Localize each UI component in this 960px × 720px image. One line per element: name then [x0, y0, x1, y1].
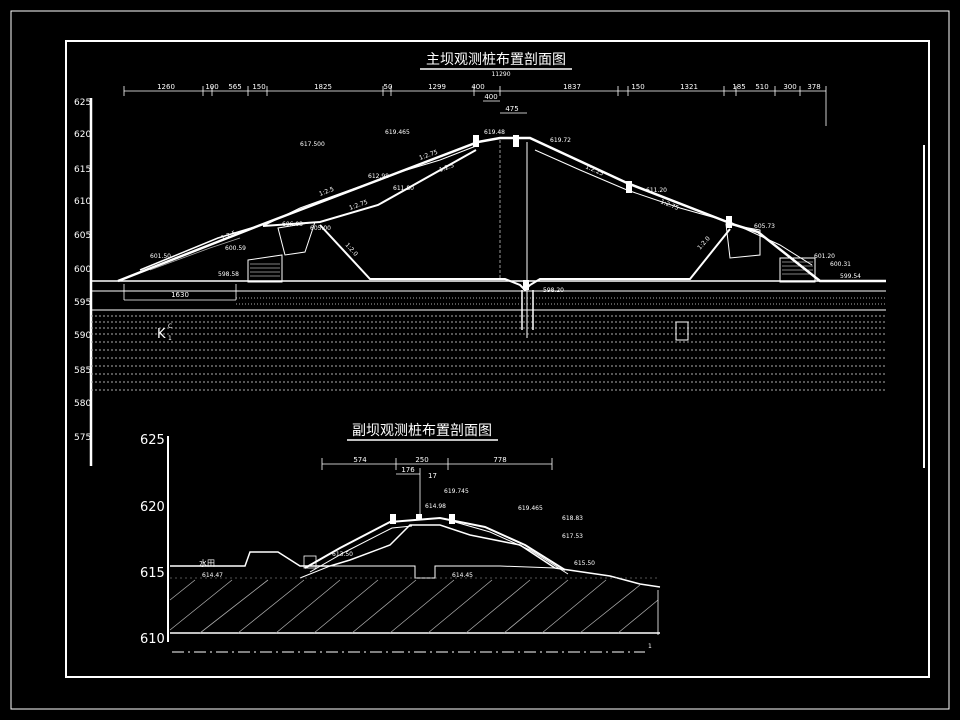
marker-k: K — [157, 327, 166, 342]
svg-text:150: 150 — [252, 83, 265, 91]
marker-1: 1 — [168, 335, 172, 342]
svg-text:605: 605 — [74, 231, 91, 241]
svg-text:300: 300 — [783, 83, 796, 91]
svg-text:400: 400 — [471, 83, 484, 91]
svg-text:1:2.5: 1:2.5 — [438, 162, 455, 174]
svg-text:615: 615 — [74, 165, 91, 175]
main-core-width: 475 — [505, 105, 518, 113]
svg-text:611.80: 611.80 — [393, 185, 414, 192]
aux-elevation-labels: 614.47 619.745 619.465 618.83 617.53 615… — [202, 488, 595, 579]
main-dimension-values: 1260 100 565 150 1825 50 1299 400 1837 1… — [157, 83, 821, 91]
svg-text:619.48: 619.48 — [484, 129, 505, 136]
svg-text:50: 50 — [384, 83, 393, 91]
main-toe-drains — [247, 221, 816, 283]
aux-dam-profile — [303, 514, 569, 575]
svg-text:1299: 1299 — [428, 83, 446, 91]
svg-text:617.500: 617.500 — [300, 141, 325, 148]
svg-text:1321: 1321 — [680, 83, 698, 91]
main-section-title: 主坝观测桩布置剖面图 — [426, 51, 566, 68]
svg-text:590: 590 — [74, 331, 91, 341]
svg-text:625: 625 — [140, 433, 165, 448]
svg-text:610: 610 — [74, 197, 91, 207]
main-crest-width: 400 — [484, 93, 497, 101]
svg-text:625: 625 — [74, 98, 91, 108]
main-section: 主坝观测桩布置剖面图 11290 1260 100 565 — [74, 51, 925, 468]
svg-text:611.20: 611.20 — [646, 187, 667, 194]
main-toe-width: 1630 — [171, 291, 189, 299]
main-observation-piles — [473, 135, 732, 290]
svg-text:599.54: 599.54 — [840, 273, 861, 280]
svg-text:620: 620 — [74, 130, 91, 140]
svg-text:614.47: 614.47 — [202, 572, 223, 579]
svg-text:185: 185 — [732, 83, 745, 91]
svg-text:1:2.0: 1:2.0 — [344, 242, 360, 258]
svg-text:600.31: 600.31 — [830, 261, 851, 268]
svg-text:598.58: 598.58 — [218, 271, 239, 278]
svg-text:619.745: 619.745 — [444, 488, 469, 495]
svg-text:1825: 1825 — [314, 83, 332, 91]
main-section-markers: K C 1 — [157, 321, 689, 342]
aux-dim-176: 176 — [401, 466, 415, 474]
svg-text:618.83: 618.83 — [562, 515, 583, 522]
svg-text:575: 575 — [74, 433, 91, 443]
inner-frame — [65, 40, 930, 678]
svg-text:585: 585 — [74, 366, 91, 376]
svg-text:598.20: 598.20 — [543, 287, 564, 294]
svg-text:620: 620 — [140, 500, 165, 515]
aux-section-title: 副坝观测桩布置剖面图 — [352, 422, 492, 439]
main-dimension-ticks — [123, 86, 827, 126]
svg-text:601.50: 601.50 — [150, 253, 171, 260]
aux-section: 副坝观测桩布置剖面图 625 620 615 610 574 250 778 1… — [140, 422, 661, 653]
svg-text:1260: 1260 — [157, 83, 175, 91]
marker-c: C — [168, 323, 172, 330]
svg-text:619.465: 619.465 — [385, 129, 410, 136]
svg-text:615.50: 615.50 — [574, 560, 595, 567]
svg-text:1:2.25: 1:2.25 — [584, 163, 605, 177]
svg-text:510: 510 — [755, 83, 768, 91]
aux-field-label: 水田 — [199, 558, 215, 568]
aux-ground-hatch — [169, 524, 661, 653]
aux-dim-17: 17 — [428, 472, 437, 480]
svg-text:601.20: 601.20 — [814, 253, 835, 260]
svg-text:1837: 1837 — [563, 83, 581, 91]
main-elevation-ticks: 625 620 615 610 605 600 595 590 585 580 … — [74, 98, 91, 443]
svg-text:605.73: 605.73 — [754, 223, 775, 230]
svg-text:1:2.75: 1:2.75 — [659, 198, 680, 212]
svg-text:595: 595 — [74, 298, 91, 308]
svg-text:778: 778 — [493, 456, 506, 464]
svg-text:100: 100 — [205, 83, 218, 91]
main-slope-labels: 1:2.5 1:2.5 1:2.75 1:2.75 1:2.5 1:2.25 1… — [220, 149, 712, 258]
svg-text:606.03: 606.03 — [282, 221, 303, 228]
outer-frame — [10, 10, 950, 710]
svg-text:617.53: 617.53 — [562, 533, 583, 540]
svg-text:613.50: 613.50 — [332, 551, 353, 558]
svg-text:614.98: 614.98 — [425, 503, 446, 510]
svg-text:610: 610 — [140, 632, 165, 647]
svg-text:580: 580 — [74, 399, 91, 409]
svg-text:614.45: 614.45 — [452, 572, 473, 579]
svg-text:574: 574 — [353, 456, 367, 464]
aux-section-marker: 1 — [648, 643, 652, 650]
svg-text:619.72: 619.72 — [550, 137, 571, 144]
main-foundation-strata: 1630 — [91, 280, 886, 391]
svg-text:600.59: 600.59 — [225, 245, 246, 252]
svg-text:605.00: 605.00 — [310, 225, 331, 232]
svg-text:619.465: 619.465 — [518, 505, 543, 512]
svg-text:250: 250 — [415, 456, 428, 464]
main-total-dimension: 11290 — [491, 71, 510, 78]
svg-text:612.98: 612.98 — [368, 173, 389, 180]
main-dam-profile — [117, 136, 886, 338]
svg-text:615: 615 — [140, 566, 165, 581]
svg-text:600: 600 — [74, 265, 91, 275]
svg-text:565: 565 — [228, 83, 241, 91]
svg-text:1:2.0: 1:2.0 — [696, 235, 712, 251]
svg-text:150: 150 — [631, 83, 644, 91]
aux-elevation-ticks: 625 620 615 610 — [140, 433, 165, 647]
svg-text:378: 378 — [807, 83, 820, 91]
main-elevation-labels: 619.48 619.72 619.465 617.500 612.98 611… — [150, 129, 861, 294]
